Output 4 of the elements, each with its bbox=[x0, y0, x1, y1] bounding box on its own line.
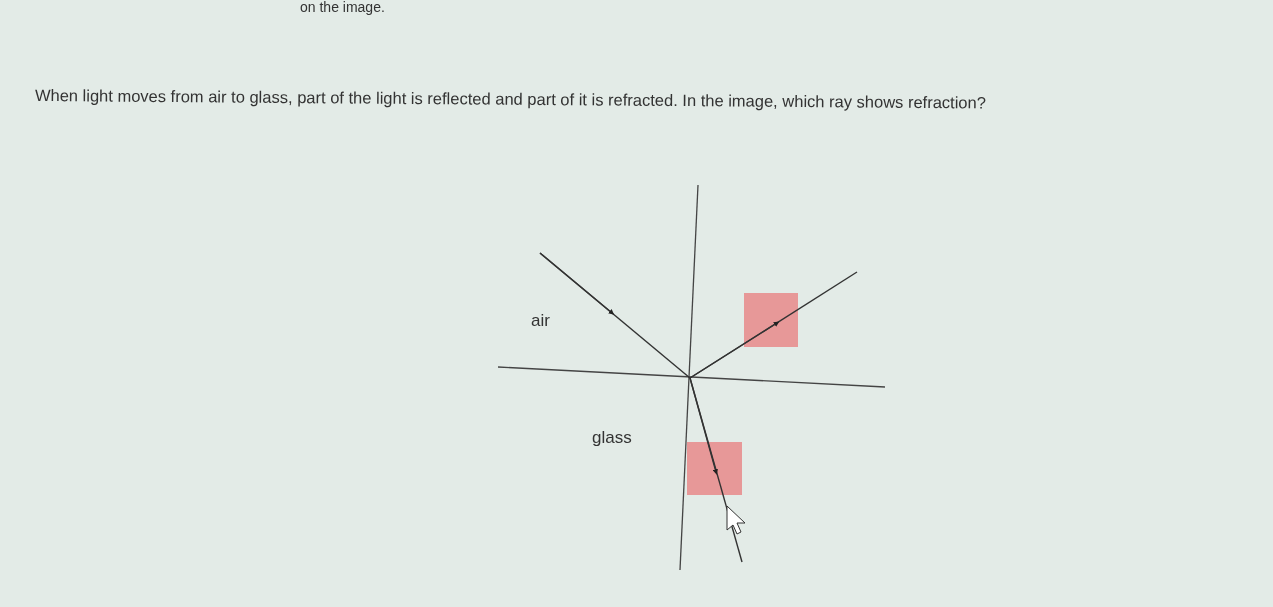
medium-label: air bbox=[531, 312, 550, 331]
question-text: When light moves from air to glass, part of the light is reflected and part of it is refracted. In the image, which ray shows refraction? bbox=[34, 86, 986, 112]
partial-text: on the image. bbox=[300, 0, 385, 16]
medium-label: glass bbox=[592, 429, 632, 448]
